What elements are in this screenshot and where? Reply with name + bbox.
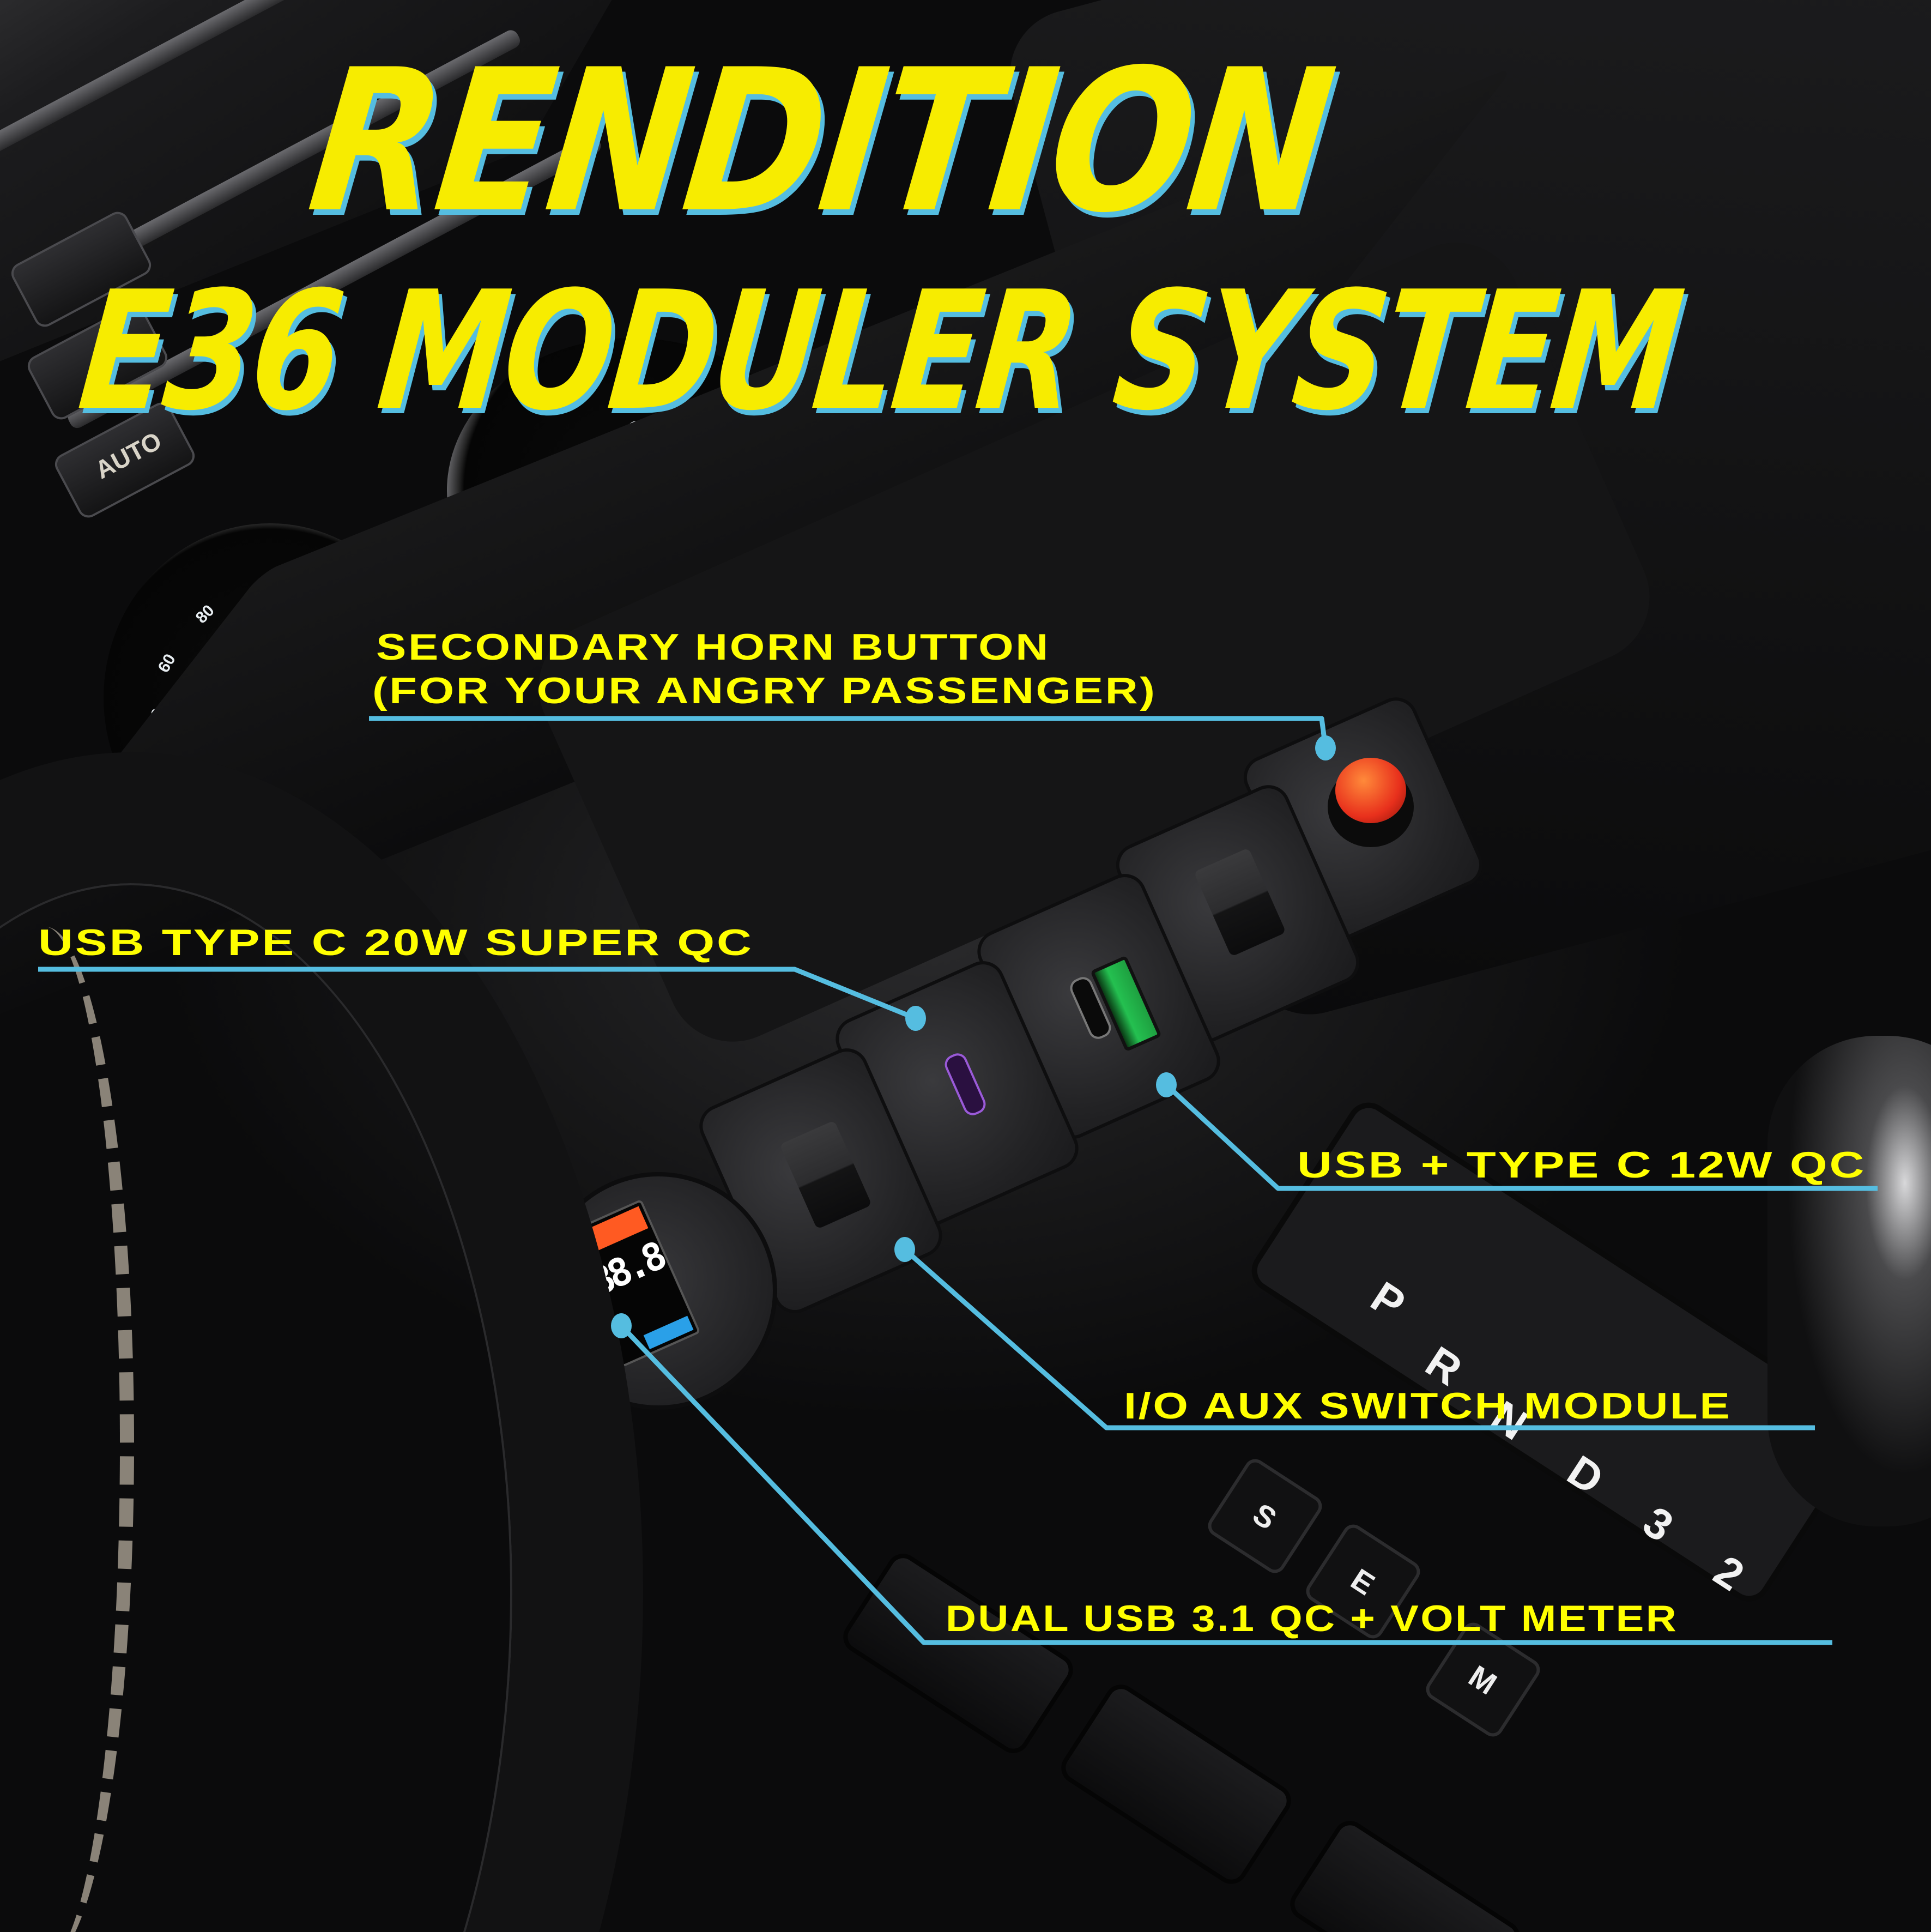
callout-dual-usb-voltmeter: DUAL USB 3.1 QC + VOLT METER bbox=[946, 1598, 1679, 1639]
dot-aux bbox=[894, 1237, 915, 1262]
dot-usbc20 bbox=[905, 1006, 926, 1031]
dot-horn bbox=[1315, 735, 1336, 760]
horn-button[interactable] bbox=[1335, 758, 1406, 823]
callout-horn-line2: (FOR YOUR ANGRY PASSENGER) bbox=[372, 670, 1157, 711]
leader-dualusb bbox=[619, 1324, 1832, 1645]
callout-usb-typec-12w: USB + TYPE C 12W QC bbox=[1297, 1144, 1867, 1186]
leader-aux bbox=[903, 1247, 1815, 1430]
dot-dualusb bbox=[611, 1313, 632, 1338]
callout-horn-line1: SECONDARY HORN BUTTON bbox=[376, 626, 1050, 668]
shift-knob bbox=[1767, 1036, 1931, 1526]
dot-usb12 bbox=[1156, 1072, 1177, 1097]
leader-usbc20 bbox=[38, 967, 917, 1021]
callout-aux-switch: I/O AUX SWITCH MODULE bbox=[1124, 1385, 1732, 1427]
leader-usb12 bbox=[1164, 1083, 1878, 1191]
leader-horn bbox=[369, 716, 1328, 748]
callout-usbc-20w: USB TYPE C 20W SUPER QC bbox=[38, 922, 754, 963]
